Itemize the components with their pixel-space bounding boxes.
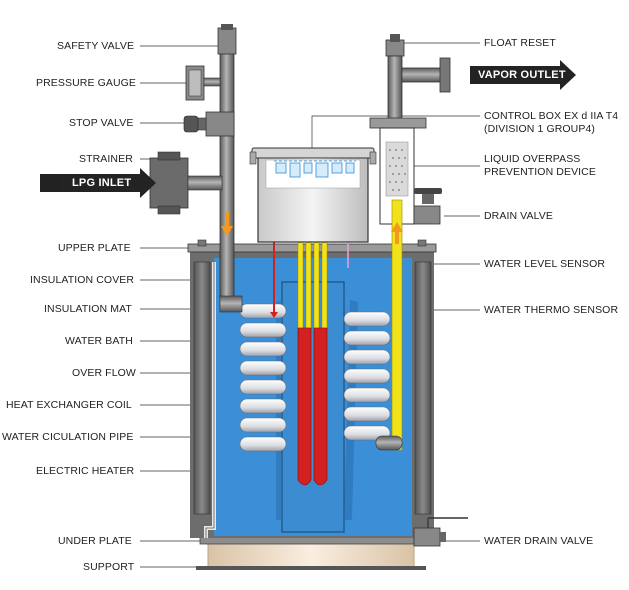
outlet-flange (439, 57, 451, 93)
label-heat-exchanger-coil: HEAT EXCHANGER COIL (6, 399, 132, 411)
label-liquid-overpass: LIQUID OVERPASS (484, 153, 581, 165)
float-reset (385, 34, 405, 57)
pressure-gauge (185, 65, 221, 101)
label-electric-heater: ELECTRIC HEATER (36, 465, 135, 477)
label-water-circulation-pipe: WATER CICULATION PIPE (2, 431, 134, 443)
electric-heater (297, 237, 328, 486)
vapor-outlet-arrow (470, 60, 576, 90)
label-insulation-cover: INSULATION COVER (30, 274, 135, 286)
label-pressure-gauge: PRESSURE GAUGE (36, 77, 137, 89)
upper-plate-bolt-l (197, 239, 207, 247)
heat-exchanger-coil (239, 303, 287, 452)
strainer (149, 151, 223, 215)
label-water-bath: WATER BATH (65, 335, 133, 347)
inlet-elbow (219, 295, 243, 313)
flow-arrow-down (221, 212, 233, 236)
lpg-inlet-arrow (40, 168, 156, 198)
label-drain-valve: DRAIN VALVE (484, 210, 553, 222)
control-box (249, 147, 377, 243)
heat-exchanger-coil-right (343, 311, 391, 441)
label-water-drain-valve: WATER DRAIN VALVE (484, 535, 594, 547)
label-stop-valve: STOP VALVE (69, 117, 134, 129)
label-over-flow: OVER FLOW (72, 367, 136, 379)
support-base (196, 566, 426, 570)
label-strainer: STRAINER (79, 153, 133, 165)
safety-valve (217, 27, 237, 55)
insulation-cover-right (414, 261, 432, 515)
water-circulation-pipe (281, 281, 345, 533)
label-float-reset: FLOAT RESET (484, 37, 556, 49)
outlet-pipe-vertical (387, 55, 403, 123)
label-liquid-overpass-line2: PREVENTION DEVICE (484, 166, 596, 178)
stop-valve (183, 111, 235, 137)
label-upper-plate: UPPER PLATE (58, 242, 131, 254)
vapor-outlet-label: VAPOR OUTLET (478, 69, 566, 81)
label-water-level-sensor: WATER LEVEL SENSOR (484, 258, 606, 270)
label-control-box-line2: (DIVISION 1 GROUP4) (484, 123, 596, 135)
water-drain-valve (413, 517, 468, 547)
drain-valve (413, 188, 442, 225)
label-safety-valve: SAFETY VALVE (57, 40, 135, 52)
label-control-box: CONTROL BOX EX d IIA T4 (484, 110, 619, 122)
lpg-inlet-label: LPG INLET (72, 177, 132, 189)
label-support: SUPPORT (83, 561, 135, 573)
label-under-plate: UNDER PLATE (58, 535, 132, 547)
label-water-thermo-sensor: WATER THERMO SENSOR (484, 304, 619, 316)
liquid-overpass-device (369, 117, 427, 225)
insulation-cover-left (193, 261, 211, 515)
support (207, 542, 415, 568)
label-insulation-mat: INSULATION MAT (44, 303, 132, 315)
flow-arrow-up (391, 222, 403, 244)
upper-plate-bolt-r (417, 239, 427, 247)
upper-plate (187, 243, 437, 253)
